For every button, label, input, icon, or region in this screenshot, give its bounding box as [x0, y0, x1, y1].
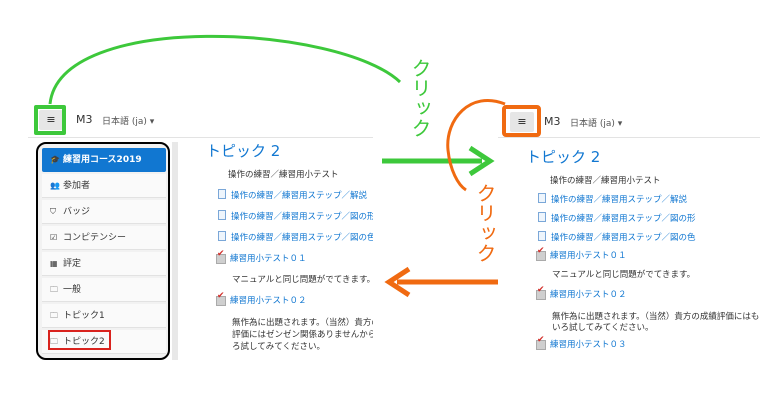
left-screenshot: ≡ M3 日本語 (ja) ▾ 🎓練習用コース2019 👥参加者 ⛉ バッジ ☑ コ…	[28, 100, 373, 360]
drawer-scrollbar[interactable]	[172, 142, 178, 360]
drawer-item-label: トピック1	[63, 311, 105, 321]
site-brand[interactable]: M3	[76, 113, 93, 126]
activity-link[interactable]: 操作の練習／練習用ステップ／解説	[218, 189, 367, 201]
language-menu[interactable]: 日本語 (ja) ▾	[102, 117, 155, 127]
activity-link[interactable]: 操作の練習／練習用ステップ／図の色	[538, 231, 696, 243]
folder-icon: 🗀	[50, 311, 58, 320]
orange-highlight-frame	[502, 105, 541, 137]
activity-link[interactable]: 操作の練習／練習用ステップ／図の色	[218, 231, 373, 243]
language-menu[interactable]: 日本語 (ja) ▾	[570, 119, 623, 129]
hamburger-menu-icon[interactable]: ≡	[510, 112, 534, 132]
nav-drawer: 🎓練習用コース2019 👥参加者 ⛉ バッジ ☑ コンピテンシー ▦ 評定 🗀 一般 🗀…	[36, 142, 170, 360]
drawer-item-label: 練習用コース2019	[63, 155, 142, 165]
green-arrow-head	[468, 145, 495, 177]
orange-arrow-head	[384, 266, 411, 298]
drawer-item-topic2[interactable]: 🗀 トピック2	[42, 330, 166, 354]
quiz-description: 無作為に出題されます。（当然）貴方の	[232, 318, 373, 328]
folder-icon: 🗀	[50, 337, 58, 346]
topic-title: トピック 2	[206, 142, 281, 160]
drawer-item-general[interactable]: 🗀 一般	[42, 278, 166, 302]
quiz-description: ろ試してみてください。	[232, 342, 325, 352]
quiz-icon	[536, 246, 546, 261]
drawer-item-label: 評定	[63, 259, 82, 269]
file-icon	[538, 193, 546, 203]
shield-icon: ⛉	[50, 207, 56, 216]
drawer-item-topic1[interactable]: 🗀 トピック1	[42, 304, 166, 328]
hamburger-menu-icon[interactable]: ≡	[39, 110, 63, 130]
activity-label: 操作の練習／練習用ステップ／図の形	[551, 214, 696, 224]
drawer-item-label: バッジ	[63, 207, 91, 217]
quiz-label: 練習用小テスト０２	[550, 290, 627, 300]
quiz-link[interactable]: 練習用小テスト０１	[216, 249, 307, 264]
drawer-item-competencies[interactable]: ☑ コンピテンシー	[42, 226, 166, 250]
activity-label: 操作の練習／練習用ステップ／図の色	[231, 233, 373, 243]
quiz-link[interactable]: 練習用小テスト０１	[536, 246, 627, 261]
quiz-description: 無作為に出題されます。（当然）貴方の成績評価にはも	[552, 312, 760, 322]
quiz-link[interactable]: 練習用小テスト０２	[216, 291, 307, 306]
file-icon	[538, 231, 546, 241]
activity-label: 操作の練習／練習用ステップ／解説	[231, 191, 368, 201]
quiz-link[interactable]: 練習用小テスト０２	[536, 285, 627, 300]
drawer-item-label: 一般	[63, 285, 82, 295]
green-arc	[48, 34, 402, 105]
red-highlight-frame	[48, 330, 111, 350]
drawer-item-badges[interactable]: ⛉ バッジ	[42, 200, 166, 224]
course-content: トピック 2 操作の練習／練習用小テスト 操作の練習／練習用ステップ／解説 操作…	[498, 100, 760, 360]
drawer-item-grades[interactable]: ▦ 評定	[42, 252, 166, 276]
quiz-label: 練習用小テスト０２	[230, 296, 307, 306]
quiz-icon	[536, 285, 546, 300]
activity-link[interactable]: 操作の練習／練習用ステップ／解説	[538, 193, 687, 205]
course-content: トピック 2 操作の練習／練習用小テスト 操作の練習／練習用ステップ／解説 操作…	[178, 100, 373, 360]
file-icon	[218, 210, 226, 220]
quiz-icon	[216, 249, 226, 264]
click-label-green: クリック	[408, 58, 432, 138]
graduation-cap-icon: 🎓	[50, 155, 60, 164]
activity-label: 操作の練習／練習用ステップ／図の形	[231, 212, 373, 222]
activity-link[interactable]: 操作の練習／練習用ステップ／図の形	[218, 210, 373, 222]
activity-label: 操作の練習／練習用ステップ／解説	[551, 195, 688, 205]
activity-link[interactable]: 操作の練習／練習用ステップ／図の形	[538, 212, 696, 224]
quiz-label: 練習用小テスト０１	[550, 251, 627, 261]
quiz-icon	[536, 335, 546, 350]
quiz-label: 練習用小テスト０３	[550, 340, 627, 350]
quiz-description: いろ試してみてください。	[552, 323, 654, 333]
users-icon: 👥	[50, 181, 60, 190]
drawer-item-participants[interactable]: 👥参加者	[42, 174, 166, 198]
section-summary: 操作の練習／練習用小テスト	[550, 176, 661, 186]
activity-label: 操作の練習／練習用ステップ／図の色	[551, 233, 696, 243]
quiz-label: 練習用小テスト０１	[230, 254, 307, 264]
drawer-item-label: コンピテンシー	[63, 233, 127, 243]
quiz-link[interactable]: 練習用小テスト０３	[536, 335, 627, 350]
file-icon	[538, 212, 546, 222]
checkbox-icon: ☑	[50, 233, 58, 242]
navbar: ≡ M3 日本語 (ja) ▾	[498, 100, 760, 138]
topic-title: トピック 2	[526, 148, 601, 166]
click-label-orange: クリック	[473, 183, 497, 263]
drawer-item-course[interactable]: 🎓練習用コース2019	[42, 148, 166, 172]
table-icon: ▦	[50, 259, 58, 268]
navbar: ≡ M3 日本語 (ja) ▾	[28, 100, 373, 138]
quiz-description: マニュアルと同じ問題がでてきます。	[552, 270, 696, 280]
file-icon	[218, 231, 226, 241]
drawer-item-label: 参加者	[63, 181, 91, 191]
right-screenshot: ≡ M3 日本語 (ja) ▾ トピック 2 操作の練習／練習用小テスト 操作の…	[498, 100, 760, 360]
file-icon	[218, 189, 226, 199]
quiz-icon	[216, 291, 226, 306]
quiz-description: マニュアルと同じ問題がでてきます。	[232, 275, 373, 285]
site-brand[interactable]: M3	[544, 115, 561, 128]
quiz-description: 評価にはゼンゼン関係ありませんから	[232, 330, 373, 340]
orange-arc	[446, 98, 506, 192]
folder-icon: 🗀	[50, 285, 58, 294]
drawer-item-label: トピック2	[63, 337, 105, 347]
green-highlight-frame	[34, 105, 66, 135]
section-summary: 操作の練習／練習用小テスト	[228, 170, 339, 180]
